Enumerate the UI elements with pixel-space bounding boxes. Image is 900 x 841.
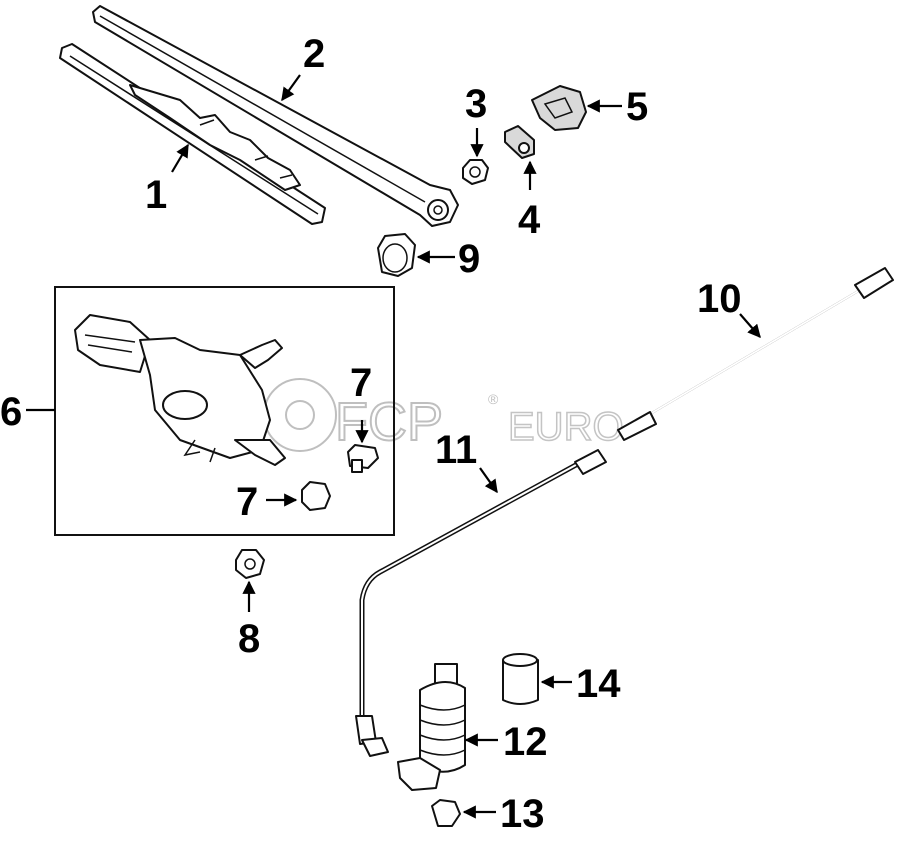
part-14-grommet[interactable] — [502, 653, 539, 705]
part-7-pin[interactable] — [347, 444, 379, 473]
callout-13: 13 — [500, 792, 545, 836]
callout-3: 3 — [465, 82, 487, 126]
callouts: 1 2 3 4 5 6 7 7 8 9 10 11 12 13 14 — [0, 32, 742, 836]
callout-11: 11 — [435, 428, 477, 472]
watermark-brand: FCP — [335, 392, 443, 452]
part-5-cover-cap[interactable] — [531, 85, 587, 131]
callout-12: 12 — [503, 720, 548, 764]
part-12-washer-pump[interactable] — [397, 663, 466, 791]
callout-8: 8 — [238, 617, 260, 661]
callout-10: 10 — [697, 277, 742, 321]
part-11-washer-hose[interactable] — [355, 449, 607, 757]
part-6-wiper-motor[interactable] — [74, 314, 286, 466]
watermark-logo-icon — [263, 378, 337, 452]
callout-7b: 7 — [236, 480, 258, 524]
leader-lines — [26, 74, 761, 819]
callout-6: 6 — [0, 390, 22, 434]
part-3-nut[interactable] — [462, 159, 489, 185]
part-7-bushing[interactable] — [301, 481, 331, 511]
watermark-sub: EURO — [508, 405, 624, 449]
part-2-wiper-arm[interactable] — [92, 5, 459, 227]
callout-1: 1 — [145, 173, 167, 217]
part-8-nut[interactable] — [235, 549, 265, 579]
callout-2: 2 — [303, 32, 325, 76]
callout-14: 14 — [576, 662, 621, 706]
callout-5: 5 — [626, 85, 648, 129]
callout-4: 4 — [518, 198, 541, 242]
watermark: FCP ® EURO — [263, 378, 624, 453]
part-10-washer-hose[interactable] — [617, 267, 894, 441]
callout-9: 9 — [458, 237, 480, 281]
part-13-plug[interactable] — [431, 799, 461, 827]
part-1-wiper-blade[interactable] — [59, 43, 326, 225]
part-4-clip[interactable] — [504, 125, 535, 159]
callout-7a: 7 — [350, 361, 372, 405]
watermark-registered: ® — [488, 391, 499, 407]
part-9-grommet[interactable] — [377, 233, 416, 277]
